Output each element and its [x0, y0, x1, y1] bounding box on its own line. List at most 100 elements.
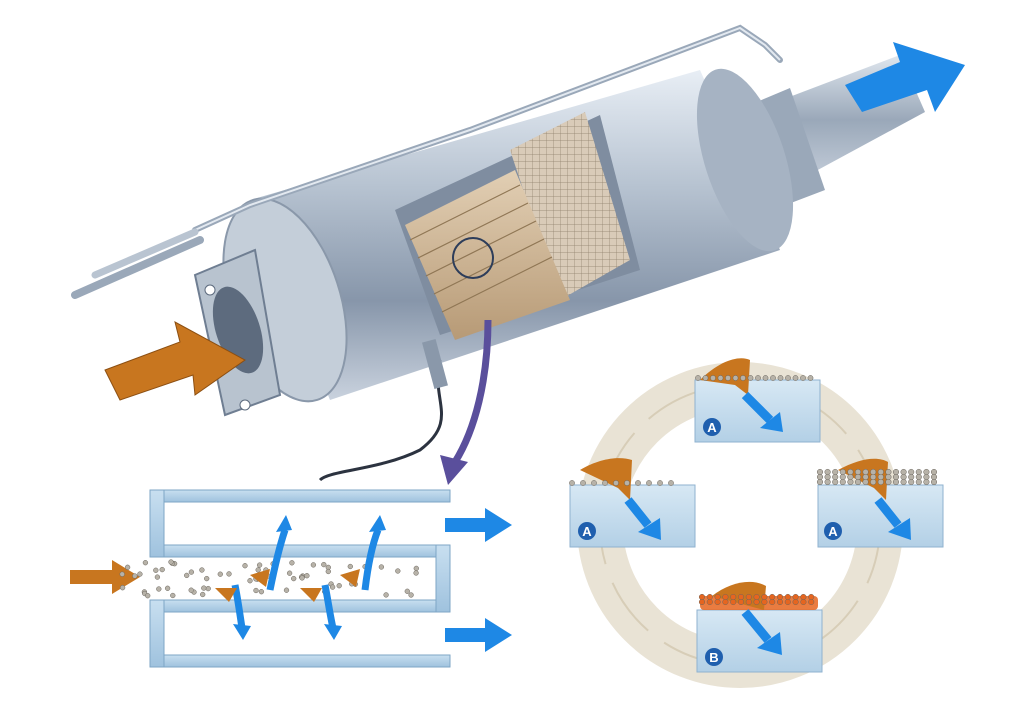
soot-particle [247, 578, 253, 584]
soot-particle [132, 573, 138, 579]
filter-face [510, 112, 630, 300]
hot-soot-particle [722, 593, 729, 601]
canister-rear-end [696, 68, 794, 252]
soot-particle [205, 585, 211, 592]
stage-label: A [707, 420, 717, 435]
soot-particle [668, 480, 674, 486]
hot-soot-particle [706, 593, 713, 601]
plug-right-mid [435, 544, 451, 613]
soot-particle [253, 587, 259, 594]
hot-soot-particle [800, 593, 807, 601]
soot-particle [847, 468, 854, 476]
soot-particle [915, 468, 922, 476]
bolt-hole [239, 399, 251, 411]
soot-particle [602, 480, 608, 486]
soot-particle [170, 592, 176, 599]
soot-particle [892, 468, 900, 476]
soot-particle [785, 375, 791, 381]
temperature-sensor [422, 339, 448, 389]
channel-inflow-arrow [70, 560, 140, 594]
soot-particle [310, 562, 317, 568]
magnify-circle [452, 237, 494, 279]
soot-particle [119, 571, 125, 577]
soot-particle [347, 563, 353, 570]
soot-particle [755, 375, 761, 381]
soot-particle [255, 567, 261, 573]
hot-soot-particle [761, 593, 768, 601]
soot-particle [200, 591, 206, 598]
stage-label: B [709, 650, 718, 665]
soot-particle [329, 584, 336, 590]
soot-particle [204, 575, 210, 582]
hot-soot-particle [792, 593, 799, 601]
hot-soot-particle [769, 593, 776, 601]
soot-particle [286, 570, 293, 576]
soot-particle [383, 592, 389, 598]
stage-label: A [582, 524, 592, 539]
gas-through-wall-arrows [215, 515, 386, 640]
soot-particle [740, 375, 746, 381]
flow-detail-arrowhead [440, 455, 468, 485]
stage-card-top: A [694, 358, 821, 443]
soot-particle [800, 375, 806, 381]
soot-particle [591, 480, 597, 486]
hot-soot-particle [714, 593, 721, 601]
soot-particle [725, 375, 731, 381]
stage-card-left: A [569, 458, 696, 548]
hot-soot-particle [776, 593, 784, 601]
soot-particle [657, 480, 663, 486]
soot-particle [580, 480, 586, 486]
soot-particle [877, 468, 884, 476]
soot-particle [824, 468, 831, 476]
filter-block [405, 170, 570, 340]
channel-wall-bottom [149, 654, 451, 668]
flow-detail-arrow [452, 319, 492, 464]
soot-particle [885, 468, 892, 476]
soot-particle [217, 571, 223, 577]
soot-particle [646, 480, 652, 486]
soot-particle [732, 375, 739, 381]
soot-particle [635, 480, 641, 486]
soot-particle [395, 568, 401, 574]
exhaust-inflow-arrow [104, 321, 246, 401]
soot-particle [770, 375, 776, 381]
stage-label: A [828, 524, 838, 539]
soot-particle [839, 468, 846, 476]
soot-particle [226, 571, 232, 577]
soot-particle [168, 559, 174, 565]
soot-particle [413, 570, 419, 576]
hot-soot-particle [737, 593, 745, 601]
soot-particle [154, 574, 161, 580]
sensor-pipe-left-1 [71, 236, 204, 299]
soot-particle [283, 587, 290, 593]
soot-particle [164, 585, 171, 591]
temperature-sensor-cable [318, 359, 443, 482]
soot-particle [900, 468, 907, 476]
soot-particle [321, 561, 327, 568]
soot-particle [119, 585, 126, 591]
soot-particle [325, 568, 331, 575]
channel-outflow-arrow-bottom [445, 618, 512, 652]
sensor-pipe-left-2 [91, 228, 199, 279]
hot-soot-particle [730, 593, 737, 601]
soot-particle [304, 573, 310, 579]
channel-wall-top [149, 489, 451, 503]
soot-particle [930, 468, 938, 476]
soot-particle [188, 587, 194, 593]
soot-particle [854, 468, 862, 476]
soot-particle [153, 567, 159, 573]
soot-particle [289, 560, 295, 566]
soot-particle [762, 375, 769, 381]
filter-block-channels [409, 184, 553, 313]
soot-particle [695, 375, 701, 381]
pressure-tube-inner [194, 26, 781, 231]
hot-soot-particle [784, 593, 791, 601]
soot-particle [777, 375, 784, 381]
soot-particle [188, 569, 195, 575]
bolt-hole [204, 284, 216, 296]
soot-particle [569, 480, 575, 486]
hot-soot-particle [745, 593, 752, 601]
soot-particle [923, 468, 930, 476]
dpf-canister [71, 24, 965, 485]
